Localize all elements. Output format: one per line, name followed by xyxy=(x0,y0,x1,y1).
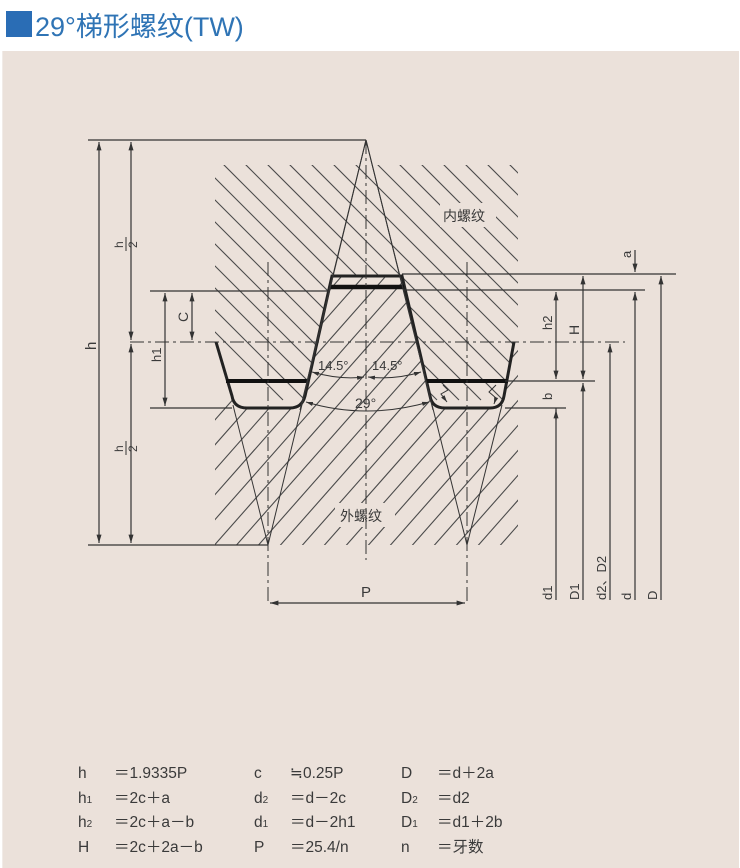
svg-text:h: h xyxy=(112,241,126,248)
formula-d1: d1＝d－2h1 xyxy=(254,814,356,831)
right-dimensions xyxy=(553,250,664,600)
a-label: a xyxy=(619,250,634,258)
svg-text:2: 2 xyxy=(126,241,140,248)
svg-text:h: h xyxy=(112,445,126,452)
formula-c: c≒0.25P xyxy=(254,765,344,782)
h-label: h xyxy=(83,342,100,350)
c-label: C xyxy=(175,312,191,322)
pitch-label: P xyxy=(361,584,371,601)
h1-label: h1 xyxy=(149,348,164,362)
b-label: b xyxy=(540,393,555,400)
formula-h1: h1＝2c＋a xyxy=(78,789,170,807)
d1-label: d1 xyxy=(540,586,555,600)
H-label: H xyxy=(566,325,582,335)
page-title-text: 29°梯形螺纹(TW) xyxy=(35,11,244,42)
formula-h2: h2＝2c＋a－b xyxy=(78,814,195,831)
angle-half-left-label: 14.5° xyxy=(318,358,349,373)
formula-D2: D2＝d2 xyxy=(401,789,470,807)
page-title: 29°梯形螺纹(TW) xyxy=(6,4,244,44)
angle-half-right-label: 14.5° xyxy=(372,358,403,373)
internal-thread-label: 内螺纹 xyxy=(443,208,485,224)
external-thread-label: 外螺纹 xyxy=(340,508,382,524)
h-half-top-label: h 2 xyxy=(112,237,140,251)
D-label: D xyxy=(645,591,660,600)
diagram-panel xyxy=(2,51,739,868)
formula-d2: d2＝d－2c xyxy=(254,789,346,807)
left-dimensions xyxy=(96,142,195,543)
angle-full-label: 29° xyxy=(355,395,376,411)
center-lines xyxy=(130,140,625,605)
h2-label: h2 xyxy=(540,316,555,330)
d2-D2-label: d2、D2 xyxy=(594,556,609,600)
angle-arcs xyxy=(305,371,499,412)
thread-profile-outline xyxy=(214,274,516,410)
h-half-bottom-label: h 2 xyxy=(112,441,140,455)
formula-P: P＝25.4/n xyxy=(254,838,349,856)
svg-text:2: 2 xyxy=(126,445,140,452)
formula-H: H＝2c＋2a－b xyxy=(78,838,203,856)
formula-h: h＝1.9335P xyxy=(78,765,188,782)
external-thread-hatching xyxy=(215,276,518,545)
internal-thread-hatching xyxy=(215,165,518,401)
blue-square-icon xyxy=(6,11,32,37)
formula-D: D＝d＋2a xyxy=(401,765,494,782)
formula-D1: D1＝d1＋2b xyxy=(401,814,503,831)
D1-label: D1 xyxy=(567,583,582,600)
d-label: d xyxy=(619,593,634,600)
formula-n: n＝牙数 xyxy=(401,838,484,856)
